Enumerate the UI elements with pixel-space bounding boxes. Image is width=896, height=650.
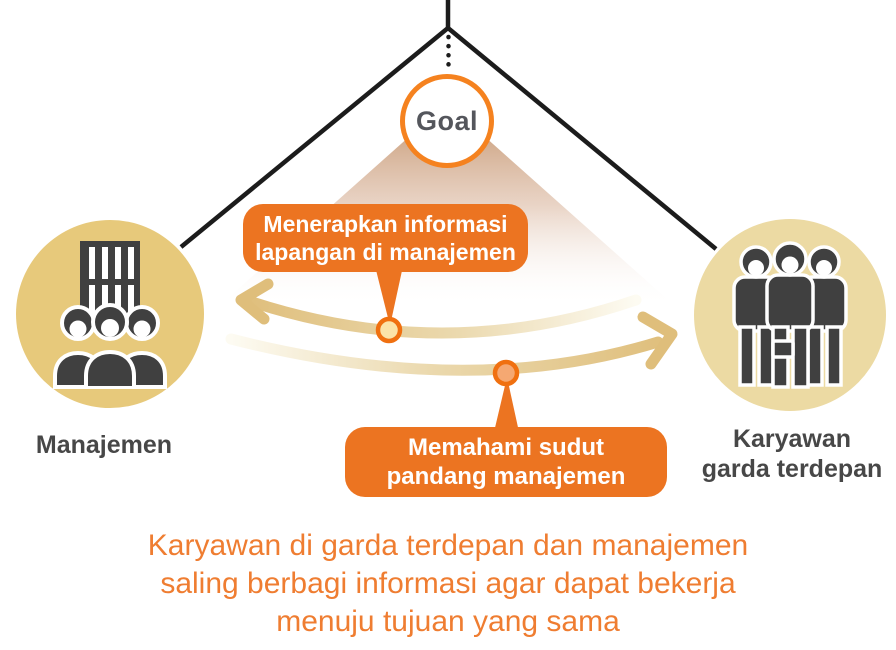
frontline-node-circle [694,219,886,411]
frontline-label-line1: Karyawan [732,425,852,453]
arrow-to-management-shaft [246,294,642,339]
callout-top-line1: Menerapkan informasi [263,211,508,237]
callout-top-line2: lapangan di manajemen [255,239,516,265]
caption-text: Karyawan di garda terdepan dan manajemen… [0,527,896,641]
manager-bust-center [84,303,136,389]
management-label: Manajemen [35,431,173,459]
management-node-circle [16,220,204,408]
arrow-to-management-head [235,278,274,325]
callout-bottom-pointer [494,377,519,432]
frontline-label: Karyawan garda terdepan [668,424,896,484]
callout-understand-management: Memahami sudut pandang manajemen [345,427,667,497]
arrow-to-management [235,278,642,339]
caption-line3: menuju tujuan yang sama [276,605,620,638]
goal-circle: Goal [400,74,494,168]
caption-line2: saling berbagi informasi agar dapat beke… [160,567,736,600]
callout-bottom-line1: Memahami sudut [407,434,605,461]
caption-line1: Karyawan di garda terdepan dan manajemen [147,529,749,562]
arrow-to-frontline-head [637,311,678,370]
callout-bottom-line2: pandang manajemen [386,463,626,490]
upper-arrow-marker-dot [375,316,403,344]
building-with-managers-icon [53,241,167,389]
right-diagonal-line [446,26,718,251]
staff-figure-center [765,241,815,389]
arrow-to-frontline-shaft [225,333,664,376]
frontline-staff-icon [732,241,848,389]
callout-apply-field-info: Menerapkan informasi lapangan di manajem… [243,204,528,272]
callout-top-pointer [375,266,403,326]
manager-busts [53,303,167,389]
goal-label: Goal [415,105,478,136]
arrow-to-frontline [225,311,678,376]
frontline-label-line2: garda terdepan [701,455,883,483]
lower-arrow-marker-dot [492,359,520,387]
left-diagonal-line [179,26,450,249]
converging-lines [179,0,718,251]
